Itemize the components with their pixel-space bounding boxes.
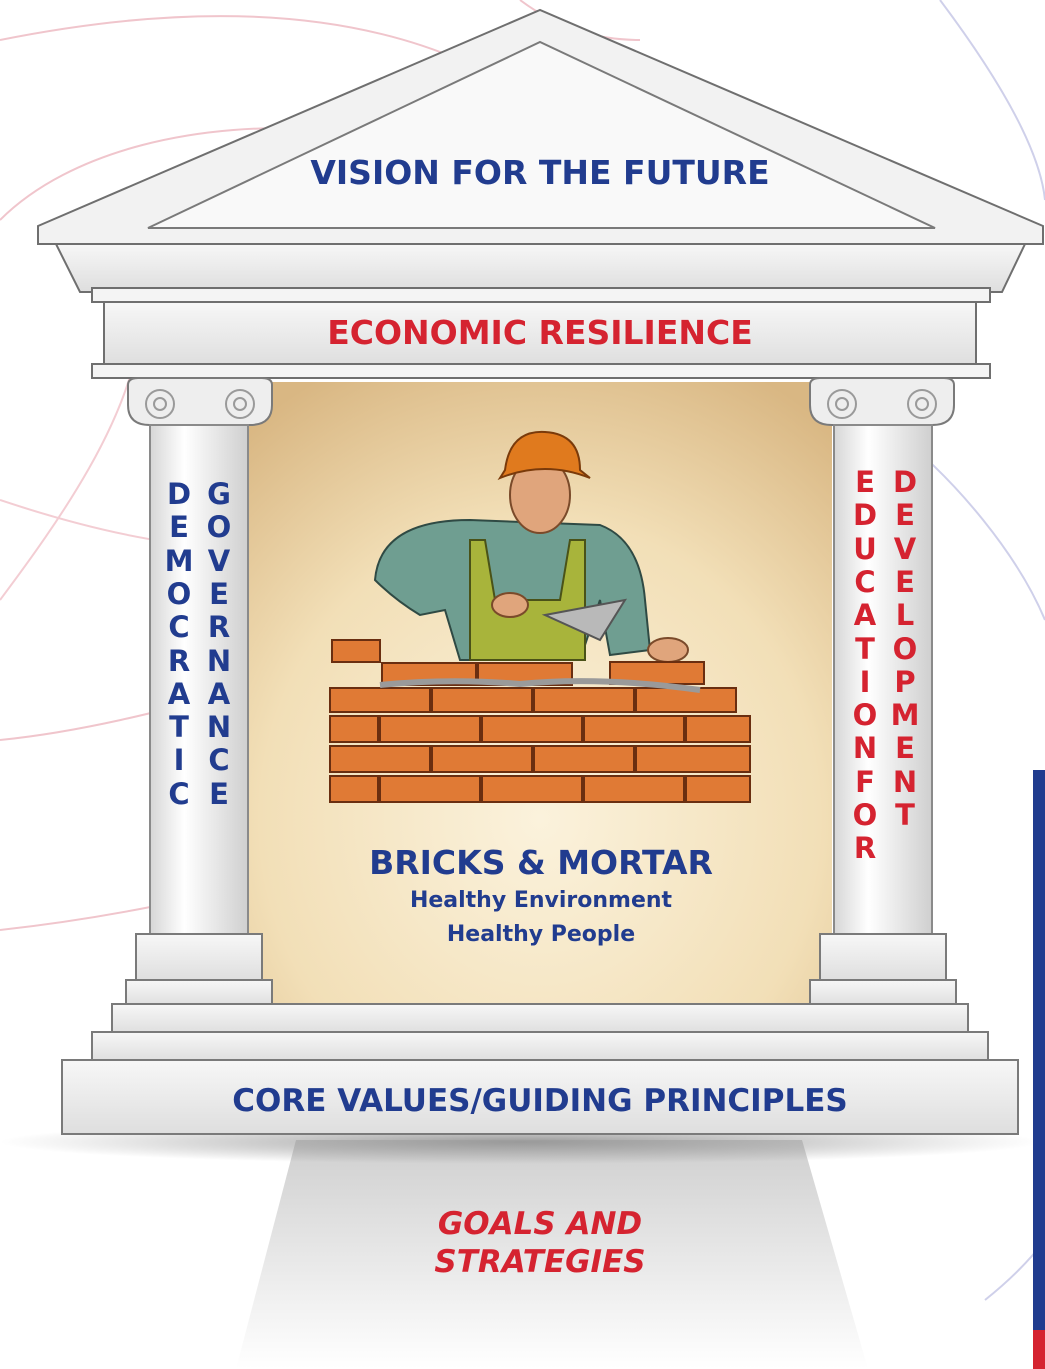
democratic-letter: D — [166, 477, 192, 511]
development-letter: D — [892, 465, 918, 499]
development-letter: P — [894, 664, 916, 699]
base-steps — [61, 1003, 1019, 1135]
foundation — [236, 1140, 868, 1369]
development-letter: V — [893, 531, 917, 566]
governance-letter: N — [206, 643, 232, 678]
education-for-letter: U — [853, 531, 877, 566]
development-letter: O — [892, 631, 918, 666]
education-for-letter: D — [852, 498, 878, 533]
education-for-letter: N — [852, 731, 878, 766]
governance-letter: O — [206, 510, 232, 545]
education-for-letter: R — [853, 831, 877, 866]
entablature — [91, 287, 991, 379]
goals-line-2: STRATEGIES — [434, 1244, 645, 1280]
democratic-letter: A — [167, 676, 191, 711]
development-letter: E — [895, 498, 915, 533]
center-title: BRICKS & MORTAR — [369, 843, 713, 882]
governance-letter: G — [207, 477, 231, 511]
education-for-letter: E — [855, 465, 875, 499]
development-letter: E — [895, 564, 915, 599]
education-for-letter: A — [853, 598, 877, 633]
goals-line-1: GOALS AND — [438, 1206, 642, 1242]
vision-title: VISION FOR THE FUTURE — [310, 153, 769, 192]
education-for-letter: T — [855, 631, 875, 666]
development-letter: T — [895, 798, 915, 832]
governance-letter: R — [207, 610, 231, 645]
governance-letter: C — [208, 743, 230, 778]
democratic-letter: M — [164, 543, 194, 578]
left-pillar — [125, 377, 273, 1007]
democratic-letter: E — [169, 510, 189, 545]
governance-letter: V — [207, 543, 231, 578]
edge-bar-blue — [1033, 770, 1045, 1330]
democratic-letter: C — [168, 776, 190, 811]
development-letter: M — [890, 698, 920, 733]
governance-letter: N — [206, 710, 232, 745]
democratic-letter: T — [169, 710, 189, 745]
center-line-1: Healthy Environment — [410, 888, 673, 913]
democratic-letter: I — [173, 743, 185, 778]
education-for-letter: C — [854, 564, 876, 599]
development-letter: L — [895, 598, 915, 633]
governance-letter: E — [209, 776, 229, 811]
bricklayer-icon — [329, 430, 751, 803]
edge-bar-red — [1033, 1330, 1045, 1369]
development-letter: N — [892, 764, 918, 799]
education-for-letter: O — [852, 798, 878, 832]
education-for-letter: F — [855, 764, 875, 799]
center-line-2: Healthy People — [447, 922, 635, 947]
right-pillar — [809, 377, 957, 1007]
democratic-letter: O — [166, 576, 192, 611]
democratic-letter: C — [168, 610, 190, 645]
development-letter: E — [895, 731, 915, 766]
education-for-letter: O — [852, 698, 878, 733]
democratic-letter: R — [167, 643, 191, 678]
governance-letter: A — [207, 676, 231, 711]
education-for-letter: I — [859, 664, 871, 699]
governance-letter: E — [209, 576, 229, 611]
core-values-title: CORE VALUES/GUIDING PRINCIPLES — [232, 1083, 847, 1119]
pediment — [37, 8, 1044, 293]
economic-title: ECONOMIC RESILIENCE — [327, 313, 753, 352]
